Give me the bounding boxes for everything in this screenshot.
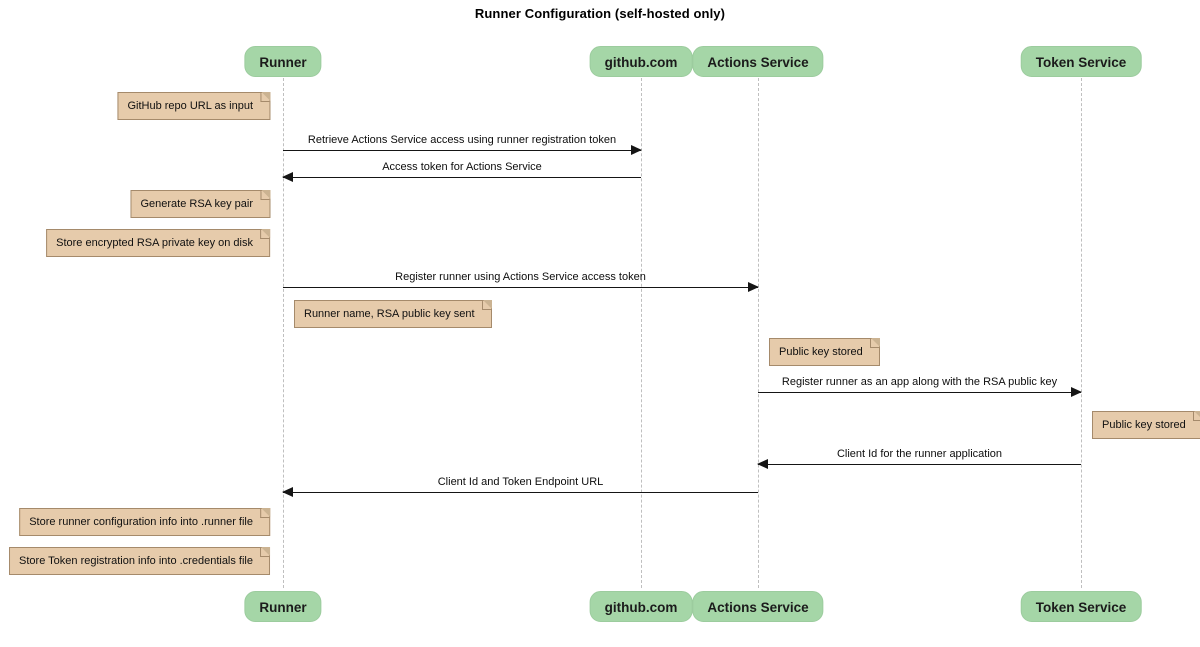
arrowhead-icon <box>282 487 293 497</box>
note-fold-edge-icon <box>1192 411 1200 421</box>
note-n2: Generate RSA key pair <box>130 190 270 218</box>
participant-github-top[interactable]: github.com <box>589 46 693 77</box>
lifeline-github <box>641 78 642 588</box>
note-fold-corner-icon <box>261 92 270 101</box>
note-fold-edge-icon <box>260 190 270 200</box>
message-line <box>758 464 1081 465</box>
participant-actions-top[interactable]: Actions Service <box>692 46 824 77</box>
participant-actions-bottom[interactable]: Actions Service <box>692 591 824 622</box>
note-fold-edge-icon <box>869 338 880 348</box>
note-text: Store Token registration info into .cred… <box>19 555 253 567</box>
arrowhead-icon <box>748 282 759 292</box>
note-n1: GitHub repo URL as input <box>117 92 270 120</box>
note-n7: Store runner configuration info into .ru… <box>19 508 270 536</box>
message-line <box>283 177 641 178</box>
message-label: Client Id for the runner application <box>836 448 1003 460</box>
participant-runner-bottom[interactable]: Runner <box>244 591 322 622</box>
note-n5: Public key stored <box>769 338 880 366</box>
note-n6: Public key stored <box>1092 411 1200 439</box>
note-text: Public key stored <box>779 346 863 358</box>
message-line <box>283 287 758 288</box>
message-label: Retrieve Actions Service access using ru… <box>307 134 617 146</box>
note-fold-corner-icon <box>261 547 270 556</box>
participant-runner-top[interactable]: Runner <box>244 46 322 77</box>
note-fold-corner-icon <box>1193 411 1200 420</box>
note-fold-edge-icon <box>260 547 270 557</box>
participant-token-top[interactable]: Token Service <box>1020 46 1142 77</box>
participant-token-bottom[interactable]: Token Service <box>1020 591 1142 622</box>
note-text: Store encrypted RSA private key on disk <box>56 237 253 249</box>
message-label: Register runner as an app along with the… <box>781 376 1058 388</box>
message-line <box>283 492 758 493</box>
arrowhead-icon <box>757 459 768 469</box>
participant-github-bottom[interactable]: github.com <box>589 591 693 622</box>
arrowhead-icon <box>282 172 293 182</box>
note-n4: Runner name, RSA public key sent <box>294 300 492 328</box>
message-line <box>758 392 1081 393</box>
note-fold-corner-icon <box>870 338 880 347</box>
note-fold-edge-icon <box>481 300 492 310</box>
note-text: Runner name, RSA public key sent <box>304 308 475 320</box>
note-n3: Store encrypted RSA private key on disk <box>46 229 270 257</box>
note-text: Public key stored <box>1102 419 1186 431</box>
note-fold-corner-icon <box>261 229 270 238</box>
lifeline-token <box>1081 78 1082 588</box>
diagram-title: Runner Configuration (self-hosted only) <box>474 6 726 21</box>
note-text: GitHub repo URL as input <box>127 100 253 112</box>
arrowhead-icon <box>631 145 642 155</box>
note-fold-edge-icon <box>260 508 270 518</box>
note-fold-edge-icon <box>260 229 270 239</box>
message-label: Access token for Actions Service <box>382 161 542 173</box>
message-label: Register runner using Actions Service ac… <box>395 271 646 283</box>
arrowhead-icon <box>1071 387 1082 397</box>
note-fold-corner-icon <box>482 300 492 309</box>
note-text: Store runner configuration info into .ru… <box>29 516 253 528</box>
note-text: Generate RSA key pair <box>140 198 253 210</box>
lifeline-actions <box>758 78 759 588</box>
note-n8: Store Token registration info into .cred… <box>9 547 270 575</box>
note-fold-corner-icon <box>261 190 270 199</box>
note-fold-edge-icon <box>260 92 270 102</box>
message-label: Client Id and Token Endpoint URL <box>437 476 604 488</box>
message-line <box>283 150 641 151</box>
note-fold-corner-icon <box>261 508 270 517</box>
lifeline-runner <box>283 78 284 588</box>
